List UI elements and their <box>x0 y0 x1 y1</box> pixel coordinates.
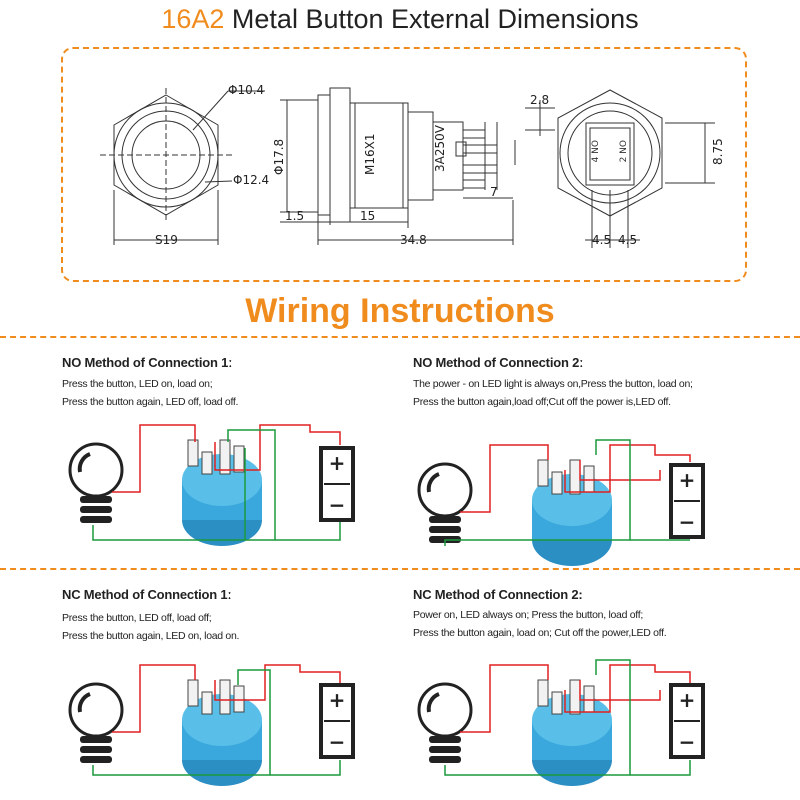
nc2-battery-plus: + <box>679 688 696 712</box>
dim-8-75: 8.75 <box>711 138 725 165</box>
dim-1-5: 1.5 <box>285 209 304 223</box>
nc1-diagram <box>68 664 355 787</box>
separator-middle <box>0 568 800 570</box>
no1-heading: NO Method of Connection 1ː <box>62 355 233 370</box>
nc1-battery-plus: + <box>329 688 346 712</box>
nc2-battery-minus: − <box>679 730 696 754</box>
nc1-heading: NC Method of Connection 1ː <box>62 587 232 602</box>
nc2-line1: Power on, LED always on; Press the butto… <box>413 609 643 621</box>
no2-battery-minus: − <box>679 510 696 534</box>
dim-thread-m16x1: M16X1 <box>363 134 377 175</box>
front-view <box>100 88 265 245</box>
no1-line2: Press the button again, LED off, load of… <box>62 396 239 408</box>
nc2-line2: Press the button again, load on; Cut off… <box>413 627 667 639</box>
no2-diagram <box>417 439 705 567</box>
no2-line2: Press the button again,load off;Cut off … <box>413 396 671 408</box>
dim-4-5-b: 4.5 <box>618 233 637 247</box>
dim-2-8: 2.8 <box>530 93 549 107</box>
title-text: Metal Button External Dimensions <box>224 4 639 34</box>
dim-4-5-a: 4.5 <box>592 233 611 247</box>
dim-34-8: 34.8 <box>400 233 427 247</box>
no1-battery-plus: + <box>329 451 346 475</box>
no2-heading: NO Method of Connection 2ː <box>413 355 584 370</box>
page-title: 16A2 Metal Button External Dimensions <box>0 4 800 35</box>
nc1-battery-minus: − <box>329 730 346 754</box>
nc2-diagram <box>417 659 705 787</box>
title-model-number: 16A2 <box>161 4 225 34</box>
dim-7: 7 <box>490 185 498 199</box>
nc1-line1: Press the button, LED off, load off; <box>62 612 212 624</box>
dimensions-frame <box>61 47 747 282</box>
wiring-title: Wiring Instructions <box>245 292 555 330</box>
no2-battery-plus: + <box>679 468 696 492</box>
nc1-line2: Press the button again, LED on, load on. <box>62 630 240 642</box>
dim-rating: 3A250V <box>433 124 447 172</box>
svg-text:2 NO: 2 NO <box>619 140 629 162</box>
no1-line1: Press the button, LED on, load on; <box>62 378 213 390</box>
dim-s19: S19 <box>155 233 178 247</box>
nc2-heading: NC Method of Connection 2: <box>413 587 583 602</box>
svg-text:4 NO: 4 NO <box>591 140 601 162</box>
separator-top <box>0 336 800 338</box>
dim-phi-17-8: Φ17.8 <box>272 139 286 175</box>
no1-battery-minus: − <box>329 493 346 517</box>
dim-15: 15 <box>360 209 375 223</box>
side-view <box>280 87 555 245</box>
no2-line1: The power - on LED light is always on,Pr… <box>413 378 693 390</box>
no1-diagram <box>68 424 355 547</box>
dim-phi-10-4: Φ10.4 <box>228 83 264 97</box>
back-view-pin-labels: 4 NO 2 NO <box>591 140 629 162</box>
dim-phi-12-4: Φ12.4 <box>233 173 269 187</box>
back-view <box>557 89 715 248</box>
